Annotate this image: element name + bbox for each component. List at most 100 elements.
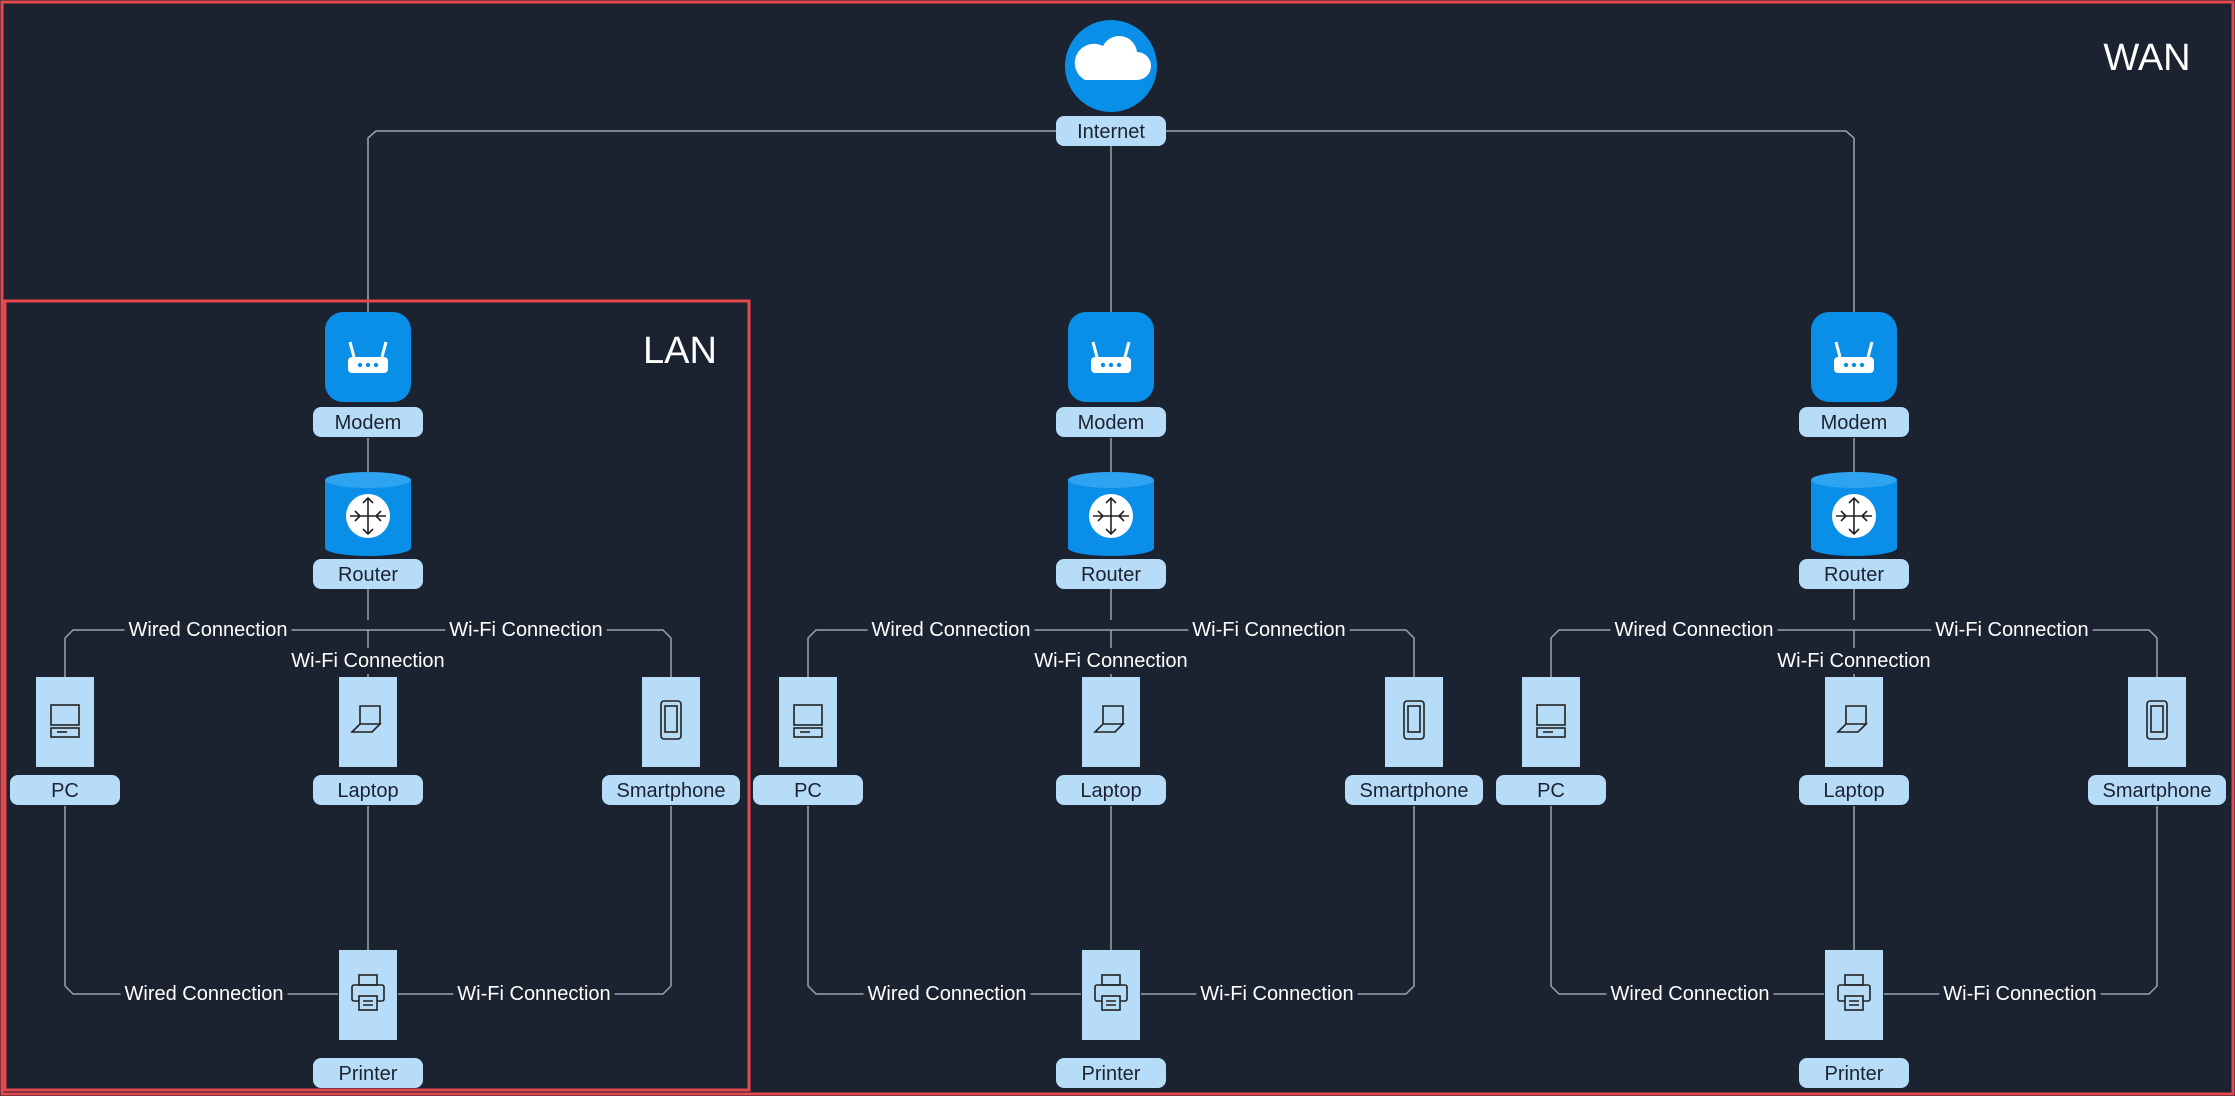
printer-paper-out-icon <box>358 995 378 1011</box>
router-arrows-icon <box>1836 496 1872 536</box>
laptop-node-bg <box>1825 677 1883 767</box>
pc-label: PC <box>753 775 863 805</box>
modem-label-text: Modem <box>335 412 402 434</box>
connection-label: Wi-Fi Connection <box>449 619 602 641</box>
connection-label-bg <box>1188 617 1350 643</box>
connection-label: Wired Connection <box>872 619 1031 641</box>
connection-label-router-smartphone: Wi-Fi Connection <box>445 617 607 643</box>
pc-node-bg <box>779 677 837 767</box>
smartphone-label: Smartphone <box>602 775 740 805</box>
smartphone-node-bg <box>642 677 700 767</box>
laptop-label-bg <box>1799 775 1909 805</box>
pc-node <box>779 677 837 767</box>
pc-node-bg <box>36 677 94 767</box>
modem-led-icon <box>1100 362 1106 368</box>
printer-node-bg <box>1825 950 1883 1040</box>
internet-label: Internet <box>1056 116 1166 146</box>
pc-node <box>1522 677 1580 767</box>
modem-label-text: Modem <box>1078 412 1145 434</box>
connection-label: Wi-Fi Connection <box>1192 619 1345 641</box>
router-arrows-icon <box>350 496 386 536</box>
modem-label-bg <box>1056 407 1166 437</box>
modem-antenna-icon <box>380 341 388 358</box>
smartphone-screen-icon <box>2150 705 2164 733</box>
connection-label-smartphone-printer: Wi-Fi Connection <box>1939 981 2101 1007</box>
laptop-label-text: Laptop <box>1080 780 1141 802</box>
connection-label-router-pc: Wired Connection <box>867 617 1035 643</box>
internet-node <box>1065 20 1157 112</box>
router-node <box>1068 472 1154 556</box>
router-node-base <box>1811 540 1897 556</box>
wan-link-right <box>1166 130 1855 312</box>
connection-label-bg <box>863 981 1031 1007</box>
connection-label-bg <box>445 617 607 643</box>
printer-paper-in-icon <box>1844 974 1864 986</box>
router-node-top <box>1068 472 1154 488</box>
connection-label-bg <box>1939 981 2101 1007</box>
lan-zone-label: LAN <box>643 330 717 372</box>
smartphone-node <box>2128 677 2186 767</box>
wan-link-left <box>367 130 1056 312</box>
cloud-icon <box>1074 36 1151 80</box>
printer-label-bg <box>1799 1058 1909 1088</box>
pc-label-text: PC <box>794 780 822 802</box>
connection-label: Wi-Fi Connection <box>1777 650 1930 672</box>
router-arrows-icon <box>1093 496 1129 536</box>
connection-label-bg <box>1773 648 1935 674</box>
connection-label-router-smartphone: Wi-Fi Connection <box>1188 617 1350 643</box>
connection-label-router-laptop: Wi-Fi Connection <box>1030 648 1192 674</box>
printer-node-bg <box>339 950 397 1040</box>
modem-led-icon <box>1859 362 1865 368</box>
pc-icon <box>1536 704 1566 726</box>
printer-paper-in-icon <box>1101 974 1121 986</box>
modem-antenna-icon <box>1834 341 1842 358</box>
connection-label: Wired Connection <box>868 983 1027 1005</box>
connection-label: Wi-Fi Connection <box>1935 619 2088 641</box>
modem-label: Modem <box>313 407 423 437</box>
router-label-text: Router <box>338 564 398 586</box>
printer-label: Printer <box>313 1058 423 1088</box>
laptop-label: Laptop <box>1799 775 1909 805</box>
pc-label-text: PC <box>1537 780 1565 802</box>
pc-label: PC <box>1496 775 1606 805</box>
connection-label-bg <box>1931 617 2093 643</box>
connection-label-bg <box>453 981 615 1007</box>
connection-label-smartphone-printer: Wi-Fi Connection <box>453 981 615 1007</box>
modem-node <box>325 312 411 402</box>
printer-lines-icon <box>363 1000 373 1006</box>
connection-label: Wired Connection <box>129 619 288 641</box>
router-label: Router <box>313 559 423 589</box>
router-label-text: Router <box>1824 564 1884 586</box>
modem-label-bg <box>313 407 423 437</box>
router-node-base <box>325 540 411 556</box>
connection-label: Wired Connection <box>1611 983 1770 1005</box>
router-label-bg <box>1056 559 1166 589</box>
connection-label-bg <box>1196 981 1358 1007</box>
modem-led-icon <box>1851 362 1857 368</box>
connection-label-smartphone-printer: Wi-Fi Connection <box>1196 981 1358 1007</box>
laptop-label-bg <box>313 775 423 805</box>
printer-label: Printer <box>1799 1058 1909 1088</box>
router-node-top <box>1811 472 1897 488</box>
router-label: Router <box>1799 559 1909 589</box>
laptop-label-bg <box>1056 775 1166 805</box>
connection-label-bg <box>1606 981 1774 1007</box>
laptop-node-bg <box>339 677 397 767</box>
pc-label: PC <box>10 775 120 805</box>
connection-label-pc-printer: Wired Connection <box>120 981 288 1007</box>
smartphone-node-bg <box>2128 677 2186 767</box>
pc-icon <box>50 704 80 726</box>
printer-lines-icon <box>1106 1000 1116 1006</box>
printer-label-text: Printer <box>1825 1063 1884 1085</box>
router-label-bg <box>313 559 423 589</box>
printer-node <box>1825 950 1883 1040</box>
connection-label-bg <box>287 648 449 674</box>
pc-tower-icon <box>793 727 823 738</box>
smartphone-label-text: Smartphone <box>617 780 726 802</box>
pc-label-bg <box>753 775 863 805</box>
connection-label: Wi-Fi Connection <box>1034 650 1187 672</box>
connection-label-router-smartphone: Wi-Fi Connection <box>1931 617 2093 643</box>
modem-antenna-icon <box>1123 341 1131 358</box>
router-node-base <box>1068 540 1154 556</box>
connection-label-router-laptop: Wi-Fi Connection <box>287 648 449 674</box>
